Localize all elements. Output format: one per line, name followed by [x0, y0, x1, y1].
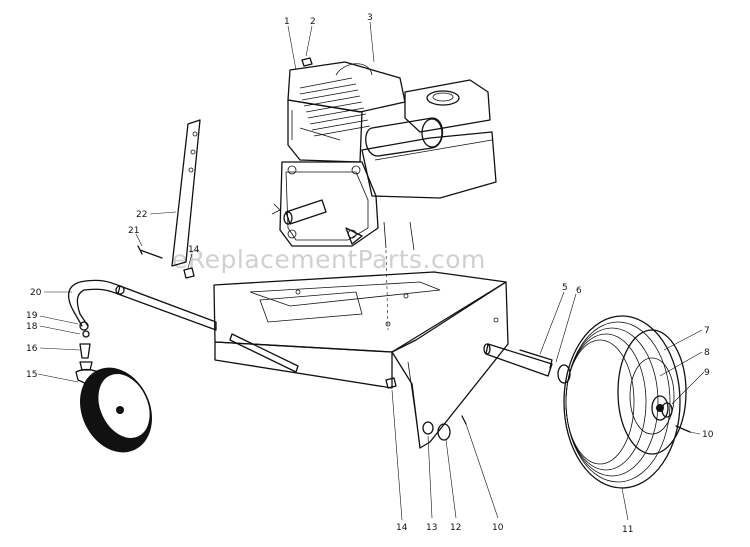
handle-bracket — [171, 119, 201, 267]
callout-14-top: 14 — [188, 245, 200, 255]
callout-22: 22 — [136, 210, 147, 220]
callout-14-bottom: 14 — [396, 523, 408, 533]
callout-15: 15 — [26, 370, 37, 380]
callout-19: 19 — [26, 311, 38, 321]
callout-2: 2 — [310, 17, 316, 27]
engine — [271, 61, 497, 251]
callout-7: 7 — [704, 326, 710, 336]
wheel-washer-9 — [661, 402, 673, 418]
cotter-pin-10a — [675, 425, 691, 433]
callout-10-bottom: 10 — [492, 523, 504, 533]
handle-tube — [68, 279, 217, 331]
cotter-pin-10b — [461, 415, 467, 425]
callout-11: 11 — [622, 525, 633, 535]
callout-10-right: 10 — [702, 430, 714, 440]
callout-20: 20 — [30, 288, 42, 298]
callout-1: 1 — [284, 17, 290, 27]
caster-wheel — [80, 367, 152, 453]
callout-9: 9 — [704, 368, 710, 378]
callout-6: 6 — [576, 286, 582, 296]
front-rod — [229, 333, 299, 373]
watermark: eReplacementParts.com — [172, 245, 486, 274]
callout-12: 12 — [450, 523, 461, 533]
axle — [483, 343, 571, 384]
callout-21: 21 — [128, 226, 139, 236]
callouts: 1 2 3 22 21 14 20 19 18 16 15 5 6 7 8 9 … — [26, 13, 714, 535]
frame-deck — [213, 271, 509, 449]
bolt-21 — [137, 245, 163, 259]
nut-14a — [183, 267, 195, 279]
nut-14b — [385, 377, 397, 389]
callout-18: 18 — [26, 322, 38, 332]
callout-8: 8 — [704, 348, 710, 358]
nut-2 — [301, 57, 313, 67]
callout-16: 16 — [26, 344, 38, 354]
drive-wheel — [563, 315, 687, 489]
callout-3: 3 — [367, 13, 373, 23]
callout-13: 13 — [426, 523, 437, 533]
callout-5: 5 — [562, 283, 568, 293]
washer-12 — [437, 423, 451, 441]
leader-lines — [37, 21, 705, 521]
